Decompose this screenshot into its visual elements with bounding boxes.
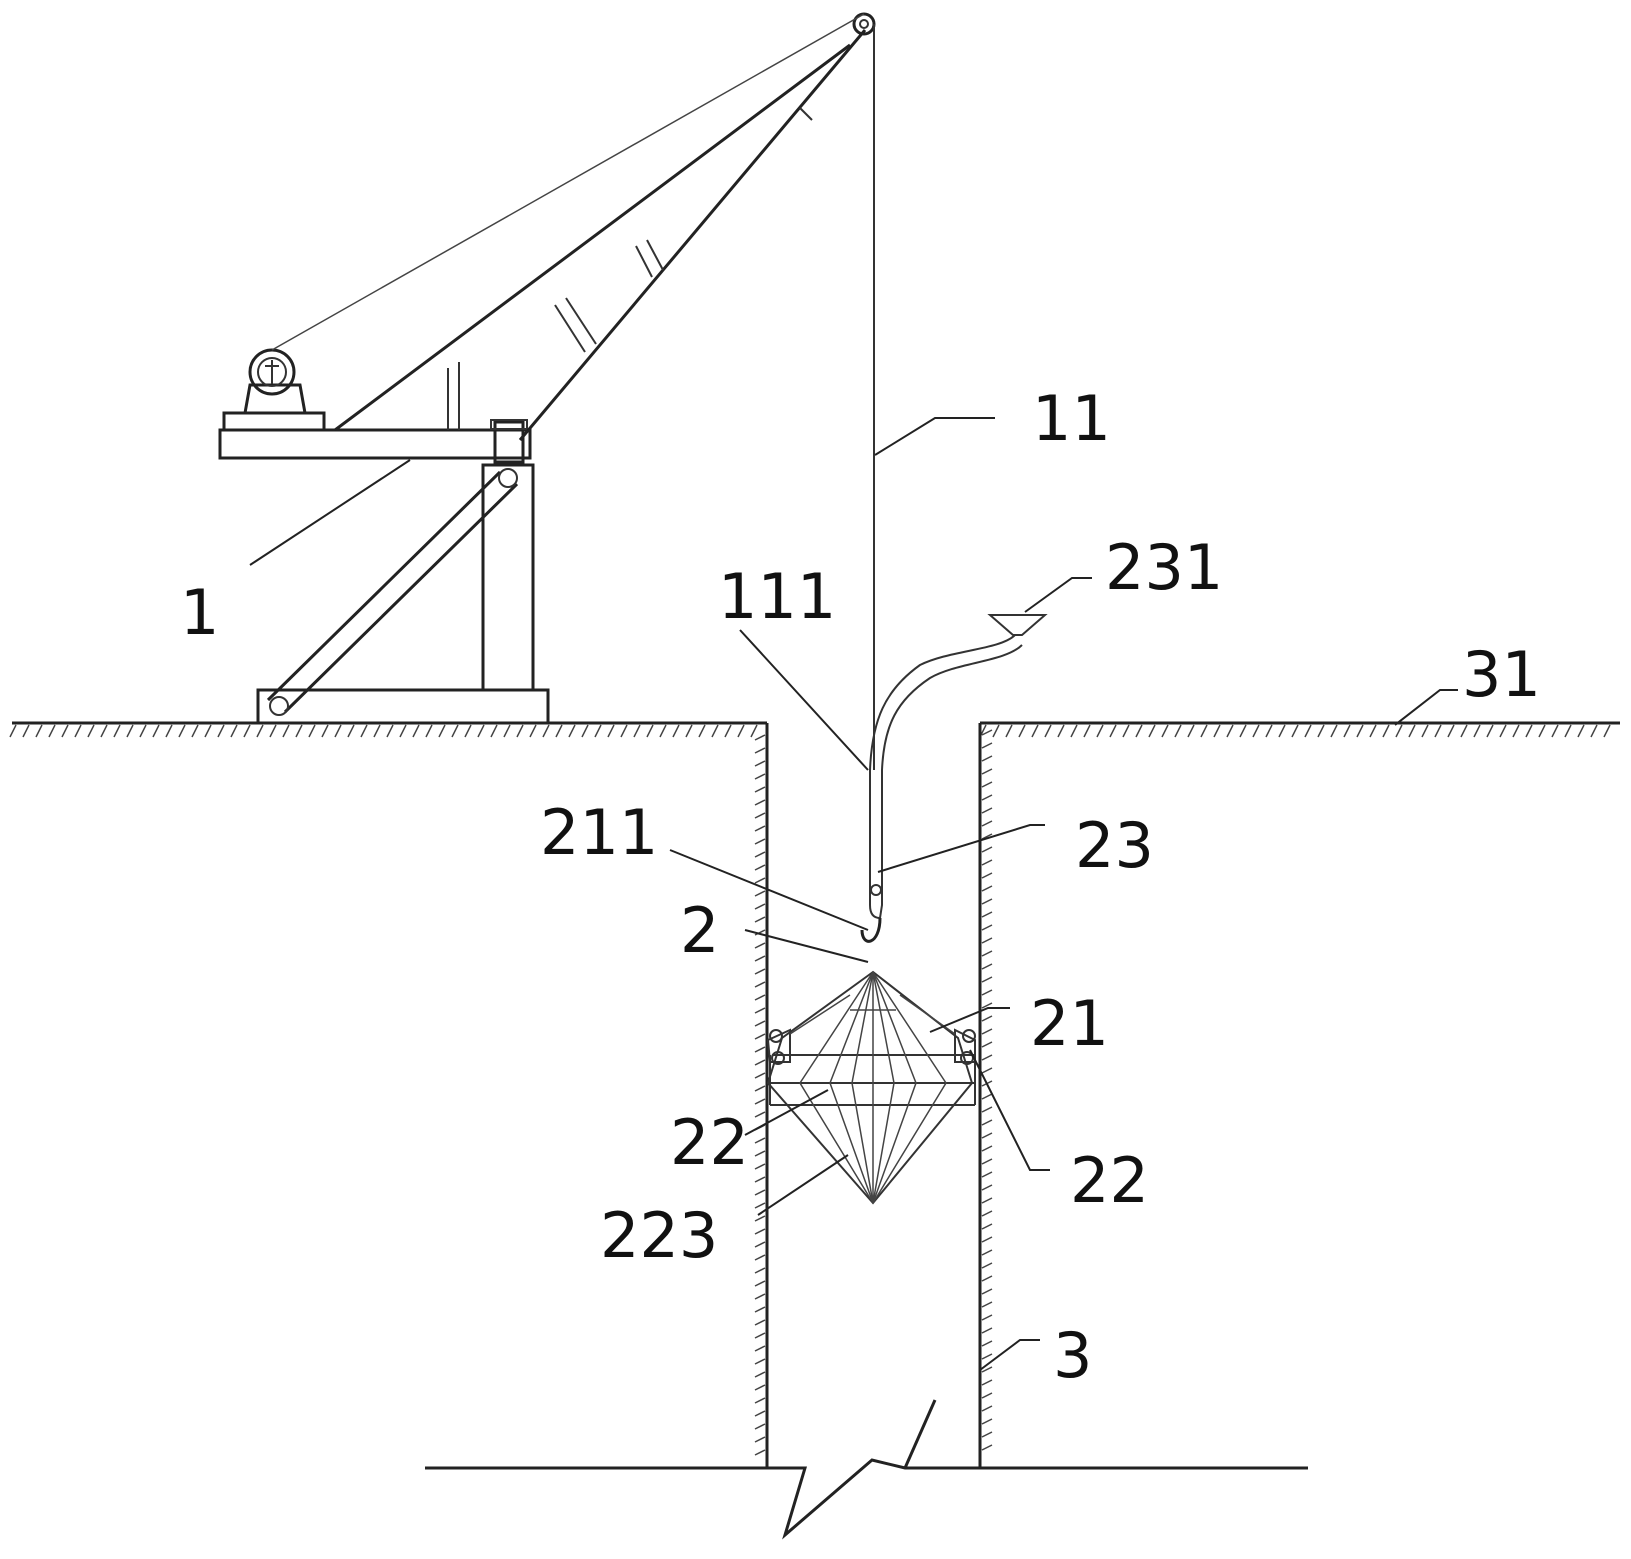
label-crane: 1	[180, 576, 220, 649]
label-cable: 11	[1032, 382, 1111, 455]
label-ground: 31	[1462, 638, 1541, 711]
label-frame: 21	[1030, 987, 1109, 1060]
shaft-walls	[425, 723, 1308, 1540]
label-shaft: 3	[1053, 1319, 1093, 1392]
label-side-plate-left: 22	[670, 1106, 749, 1179]
label-funnel: 231	[1105, 531, 1224, 604]
label-ring: 223	[600, 1199, 719, 1272]
crane	[218, 12, 876, 725]
label-side-plate-right: 22	[1070, 1144, 1149, 1217]
ground-surface	[9, 721, 1620, 738]
guide-pipe	[869, 614, 1048, 920]
label-grab-assembly: 2	[680, 894, 720, 967]
label-grab-top: 211	[540, 796, 659, 869]
label-cable-end: 111	[718, 560, 837, 633]
grab-bucket	[766, 970, 976, 1205]
label-guide-pipe: 23	[1075, 809, 1154, 882]
hook	[860, 917, 882, 943]
leader-lines	[249, 417, 1458, 1371]
